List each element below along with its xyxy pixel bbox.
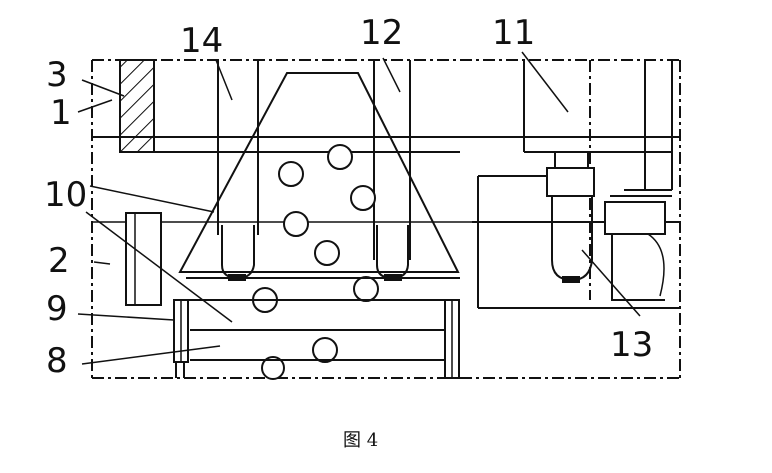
- side-plate: [125, 212, 162, 306]
- trapezoid-body: [178, 72, 460, 273]
- label-2: 2: [48, 241, 70, 281]
- upper-plate: [92, 136, 680, 223]
- label-12: 12: [360, 13, 403, 53]
- cylinder-13: [551, 196, 593, 283]
- lower-frame: [175, 277, 460, 378]
- label-9: 9: [46, 289, 68, 329]
- label-13: 13: [610, 325, 653, 365]
- label-11: 11: [492, 13, 535, 53]
- label-1: 1: [50, 93, 72, 133]
- balls: [252, 144, 379, 380]
- right-assembly: [472, 152, 680, 309]
- outer-frame: [91, 59, 681, 379]
- label-3: 3: [46, 55, 68, 95]
- hatched-block: [119, 59, 155, 153]
- label-10: 10: [44, 175, 87, 215]
- label-8: 8: [46, 341, 68, 381]
- label-14: 14: [180, 21, 223, 61]
- figure-caption: 图 4: [343, 430, 378, 451]
- leader-lines: [77, 51, 641, 365]
